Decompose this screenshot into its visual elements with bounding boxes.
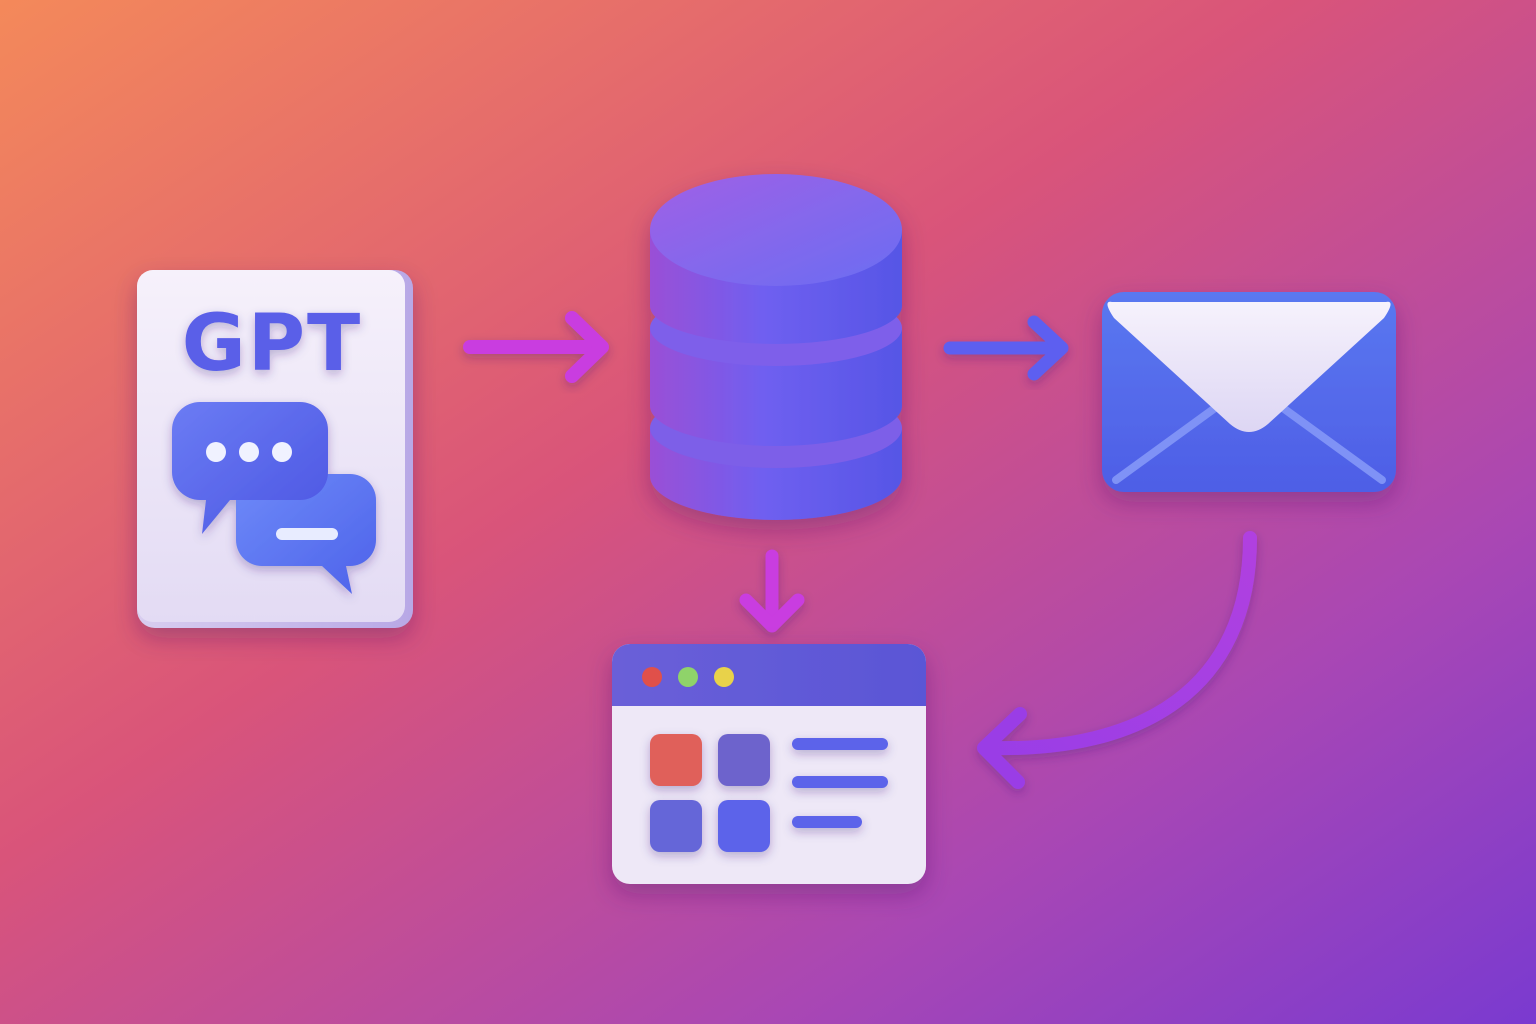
arrow-right-icon: [943, 315, 1069, 381]
window-close-dot: [642, 667, 662, 687]
arrow-curved-icon: [977, 531, 1257, 789]
window-maximize-dot: [678, 667, 698, 687]
arrow-right-icon: [463, 311, 609, 383]
envelope-icon: [1102, 292, 1396, 492]
app-grid-icon: [650, 734, 770, 852]
window-minimize-dot: [714, 667, 734, 687]
database-icon: [650, 174, 902, 520]
gpt-label: GPT: [182, 299, 362, 389]
chat-bubbles-icon: [172, 402, 376, 594]
arrow-down-icon: [739, 549, 805, 633]
text-lines-icon: [792, 738, 888, 828]
